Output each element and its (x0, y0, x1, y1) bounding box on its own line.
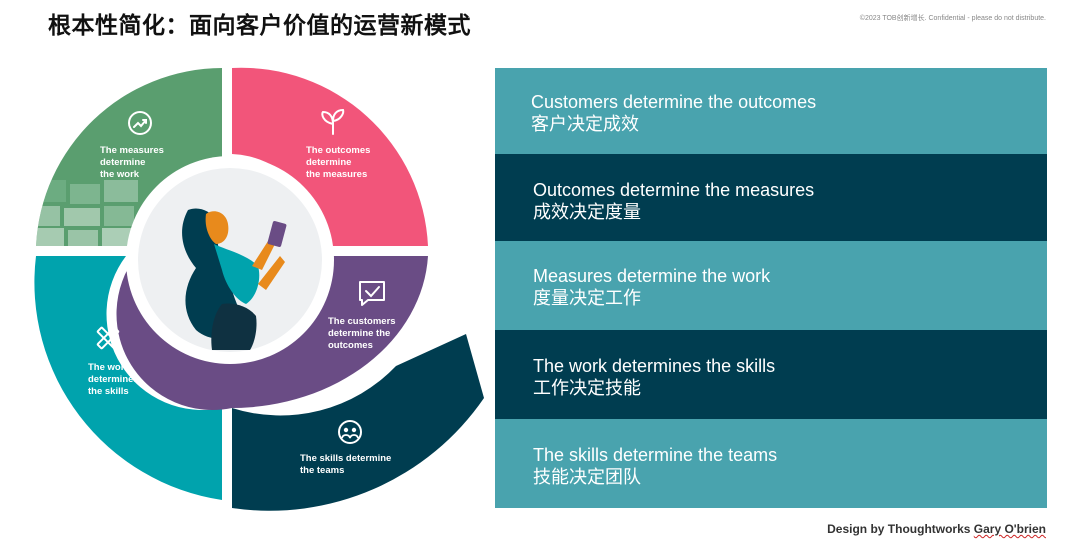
principle-zh: 工作决定技能 (533, 378, 641, 399)
principles-table: Customers determine the outcomes 客户决定成效 … (495, 68, 1047, 508)
trend-up-icon (128, 111, 152, 135)
principle-row-outcomes: Outcomes determine the measures 成效决定度量 (495, 154, 1047, 241)
credit-author: Gary O'brien (973, 522, 1046, 536)
label-work-skills: The work determines the skills (88, 362, 141, 397)
principle-row-measures: Measures determine the work 度量决定工作 (495, 241, 1047, 330)
tools-icon (96, 326, 120, 350)
label-outcomes-measures: The outcomes determine the measures (306, 145, 373, 180)
customer-figure (182, 208, 287, 350)
principle-row-work: The work determines the skills 工作决定技能 (495, 330, 1047, 419)
segment-outcomes-measures (232, 67, 428, 247)
segment-work-skills (34, 256, 223, 500)
label-customers-outcomes: The customers determine the outcomes (328, 316, 398, 351)
principle-zh: 技能决定团队 (533, 467, 641, 488)
principle-en: The skills determine the teams (533, 445, 778, 465)
label-skills-teams: The skills determine the teams (300, 453, 394, 476)
principle-zh: 客户决定成效 (531, 114, 639, 135)
team-icon (338, 420, 362, 444)
segment-skills-teams (232, 334, 484, 511)
credit-prefix: Design by Thoughtworks (827, 522, 974, 536)
label-measures-work: The measures determine the work (100, 145, 167, 180)
chat-check-icon (359, 281, 385, 306)
operating-model-wheel: The measures determine the work The outc… (34, 67, 484, 511)
principle-en: Customers determine the outcomes (531, 92, 817, 112)
principle-zh: 度量决定工作 (533, 288, 641, 309)
principle-en: Measures determine the work (533, 266, 771, 286)
design-credit: Design by Thoughtworks Gary O'brien (827, 522, 1046, 536)
green-segment-pattern (36, 180, 138, 246)
principle-en: The work determines the skills (533, 356, 776, 376)
page-title: 根本性简化：面向客户价值的运营新模式 (48, 12, 471, 39)
copyright-note: ©2023 TOB创新增长. Confidential - please do … (859, 15, 1046, 22)
principle-en: Outcomes determine the measures (533, 180, 815, 200)
principle-zh: 成效决定度量 (533, 202, 641, 223)
sprout-icon (321, 108, 345, 135)
principle-row-skills: The skills determine the teams 技能决定团队 (495, 419, 1047, 508)
principle-row-customers: Customers determine the outcomes 客户决定成效 (495, 68, 1047, 154)
